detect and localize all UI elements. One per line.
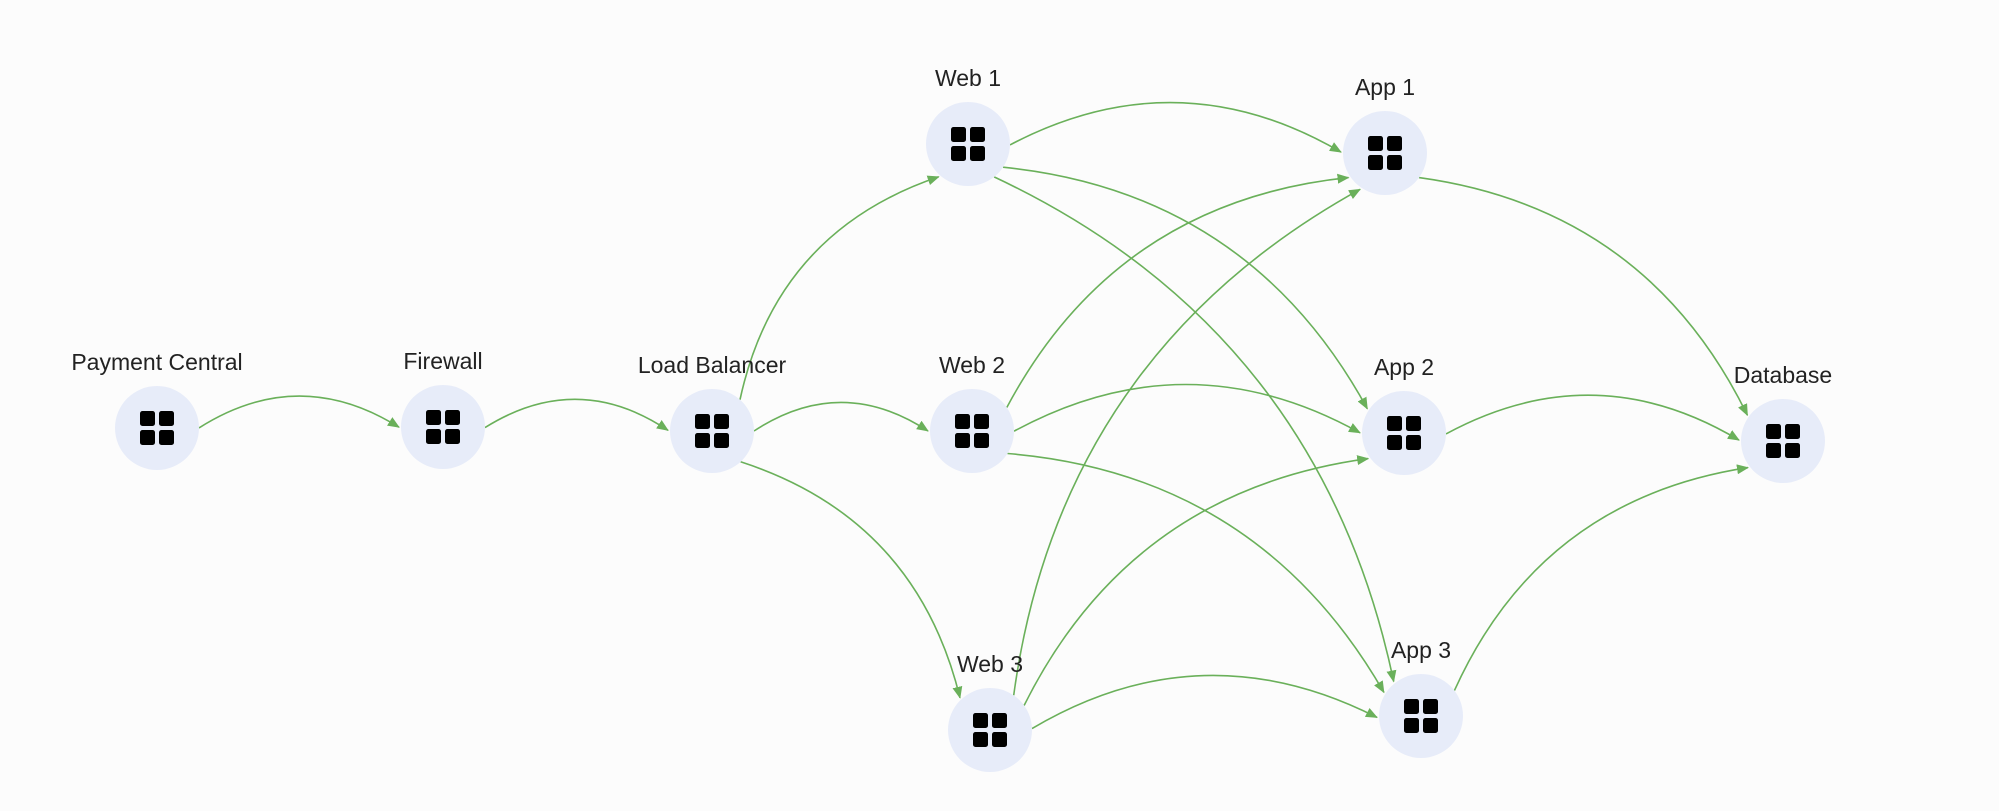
node-circle[interactable] — [1379, 674, 1463, 758]
grid-icon — [1404, 699, 1438, 733]
grid-icon — [695, 414, 729, 448]
node-label: Firewall — [403, 348, 482, 374]
node-web-3[interactable]: Web 3 — [948, 651, 1032, 772]
edge-firewall-to-load-balancer[interactable] — [484, 398, 669, 431]
edges-layer — [198, 101, 1749, 730]
node-label: Payment Central — [71, 349, 242, 375]
node-label: App 3 — [1391, 637, 1451, 663]
node-label: Load Balancer — [638, 352, 787, 378]
edge-load-balancer-to-web-1[interactable] — [739, 175, 940, 400]
edge-web-2-to-app-3[interactable] — [1007, 452, 1385, 694]
grid-icon — [1368, 136, 1402, 170]
edge-web-1-to-app-1[interactable] — [1009, 101, 1342, 153]
edge-web-1-to-app-2[interactable] — [1002, 166, 1369, 410]
node-app-2[interactable]: App 2 — [1362, 354, 1446, 475]
grid-icon — [426, 410, 460, 444]
grid-icon — [1766, 424, 1800, 458]
edge-payment-central-to-firewall[interactable] — [198, 395, 400, 429]
node-label: Web 1 — [935, 65, 1001, 91]
edge-web-3-to-app-3[interactable] — [1031, 674, 1378, 730]
edge-web-3-to-app-2[interactable] — [1023, 455, 1370, 706]
node-circle[interactable] — [401, 385, 485, 469]
grid-icon — [973, 713, 1007, 747]
node-firewall[interactable]: Firewall — [401, 348, 485, 469]
node-app-3[interactable]: App 3 — [1379, 637, 1463, 758]
edge-load-balancer-to-web-3[interactable] — [740, 461, 963, 699]
node-circle[interactable] — [1362, 391, 1446, 475]
node-payment-central[interactable]: Payment Central — [71, 349, 243, 470]
node-circle[interactable] — [948, 688, 1032, 772]
node-label: App 1 — [1355, 74, 1415, 100]
node-circle[interactable] — [930, 389, 1014, 473]
grid-icon — [951, 127, 985, 161]
edge-app-1-to-database[interactable] — [1418, 176, 1749, 417]
edge-load-balancer-to-web-2[interactable] — [753, 401, 929, 432]
node-label: Database — [1734, 362, 1832, 388]
edge-web-2-to-app-2[interactable] — [1013, 383, 1361, 434]
edge-web-3-to-app-1[interactable] — [1012, 188, 1361, 696]
node-circle[interactable] — [1741, 399, 1825, 483]
node-label: Web 2 — [939, 352, 1005, 378]
node-circle[interactable] — [1343, 111, 1427, 195]
node-circle[interactable] — [926, 102, 1010, 186]
node-circle[interactable] — [670, 389, 754, 473]
node-web-1[interactable]: Web 1 — [926, 65, 1010, 186]
node-load-balancer[interactable]: Load Balancer — [638, 352, 787, 473]
node-database[interactable]: Database — [1734, 362, 1832, 483]
grid-icon — [140, 411, 174, 445]
edge-app-2-to-database[interactable] — [1445, 394, 1740, 441]
node-label: App 2 — [1374, 354, 1434, 380]
grid-icon — [1387, 416, 1421, 450]
edge-web-2-to-app-1[interactable] — [1006, 173, 1350, 408]
node-label: Web 3 — [957, 651, 1023, 677]
node-app-1[interactable]: App 1 — [1343, 74, 1427, 195]
grid-icon — [955, 414, 989, 448]
node-web-2[interactable]: Web 2 — [930, 352, 1014, 473]
edge-app-3-to-database[interactable] — [1453, 464, 1749, 691]
node-circle[interactable] — [115, 386, 199, 470]
edge-web-1-to-app-3[interactable] — [993, 176, 1397, 683]
